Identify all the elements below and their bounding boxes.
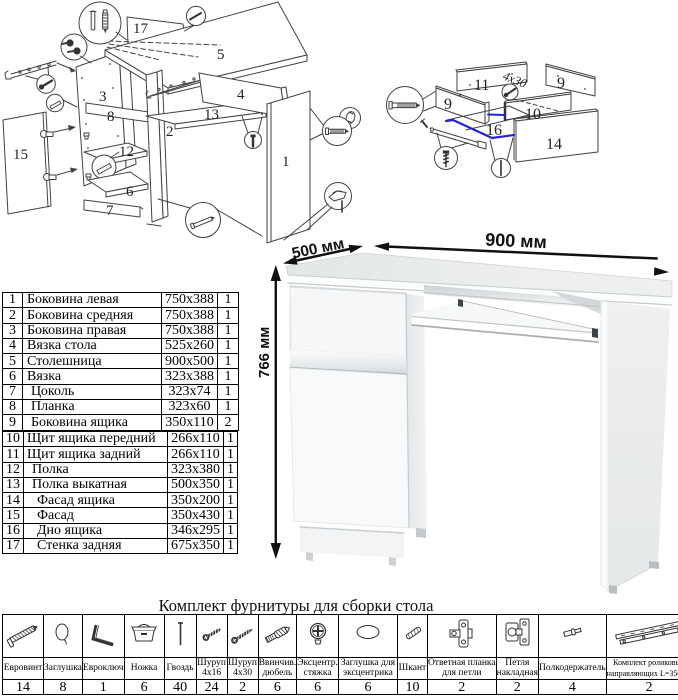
svg-text:9: 9 — [444, 96, 452, 113]
svg-text:7: 7 — [106, 203, 114, 219]
svg-text:14: 14 — [546, 136, 562, 153]
svg-text:12: 12 — [119, 144, 134, 160]
svg-text:15: 15 — [13, 147, 28, 163]
svg-text:8: 8 — [107, 109, 115, 125]
svg-text:13: 13 — [204, 107, 219, 123]
svg-text:766 мм: 766 мм — [256, 327, 273, 378]
svg-text:1: 1 — [282, 154, 290, 170]
svg-text:9: 9 — [557, 75, 565, 92]
svg-text:4: 4 — [237, 87, 245, 103]
svg-text:10: 10 — [525, 106, 541, 123]
svg-text:17: 17 — [133, 21, 149, 37]
svg-text:3: 3 — [99, 89, 107, 105]
svg-text:16: 16 — [486, 122, 502, 139]
svg-text:5: 5 — [217, 47, 225, 63]
svg-text:6: 6 — [126, 184, 134, 200]
svg-text:2: 2 — [166, 124, 174, 140]
svg-text:900 мм: 900 мм — [485, 230, 547, 253]
svg-text:11: 11 — [474, 77, 489, 94]
